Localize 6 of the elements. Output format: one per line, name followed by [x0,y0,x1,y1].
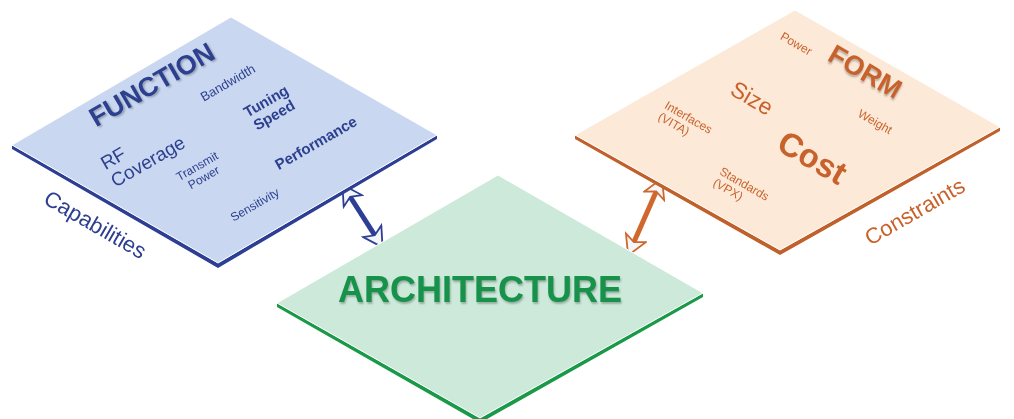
term-label: Cost [770,121,855,194]
tile-title: ARCHITECTURE [337,271,623,309]
term-label: Size [725,74,779,123]
diamond-tile [12,17,437,268]
diamond-tile [575,10,1000,255]
diamond-tile [277,175,703,419]
